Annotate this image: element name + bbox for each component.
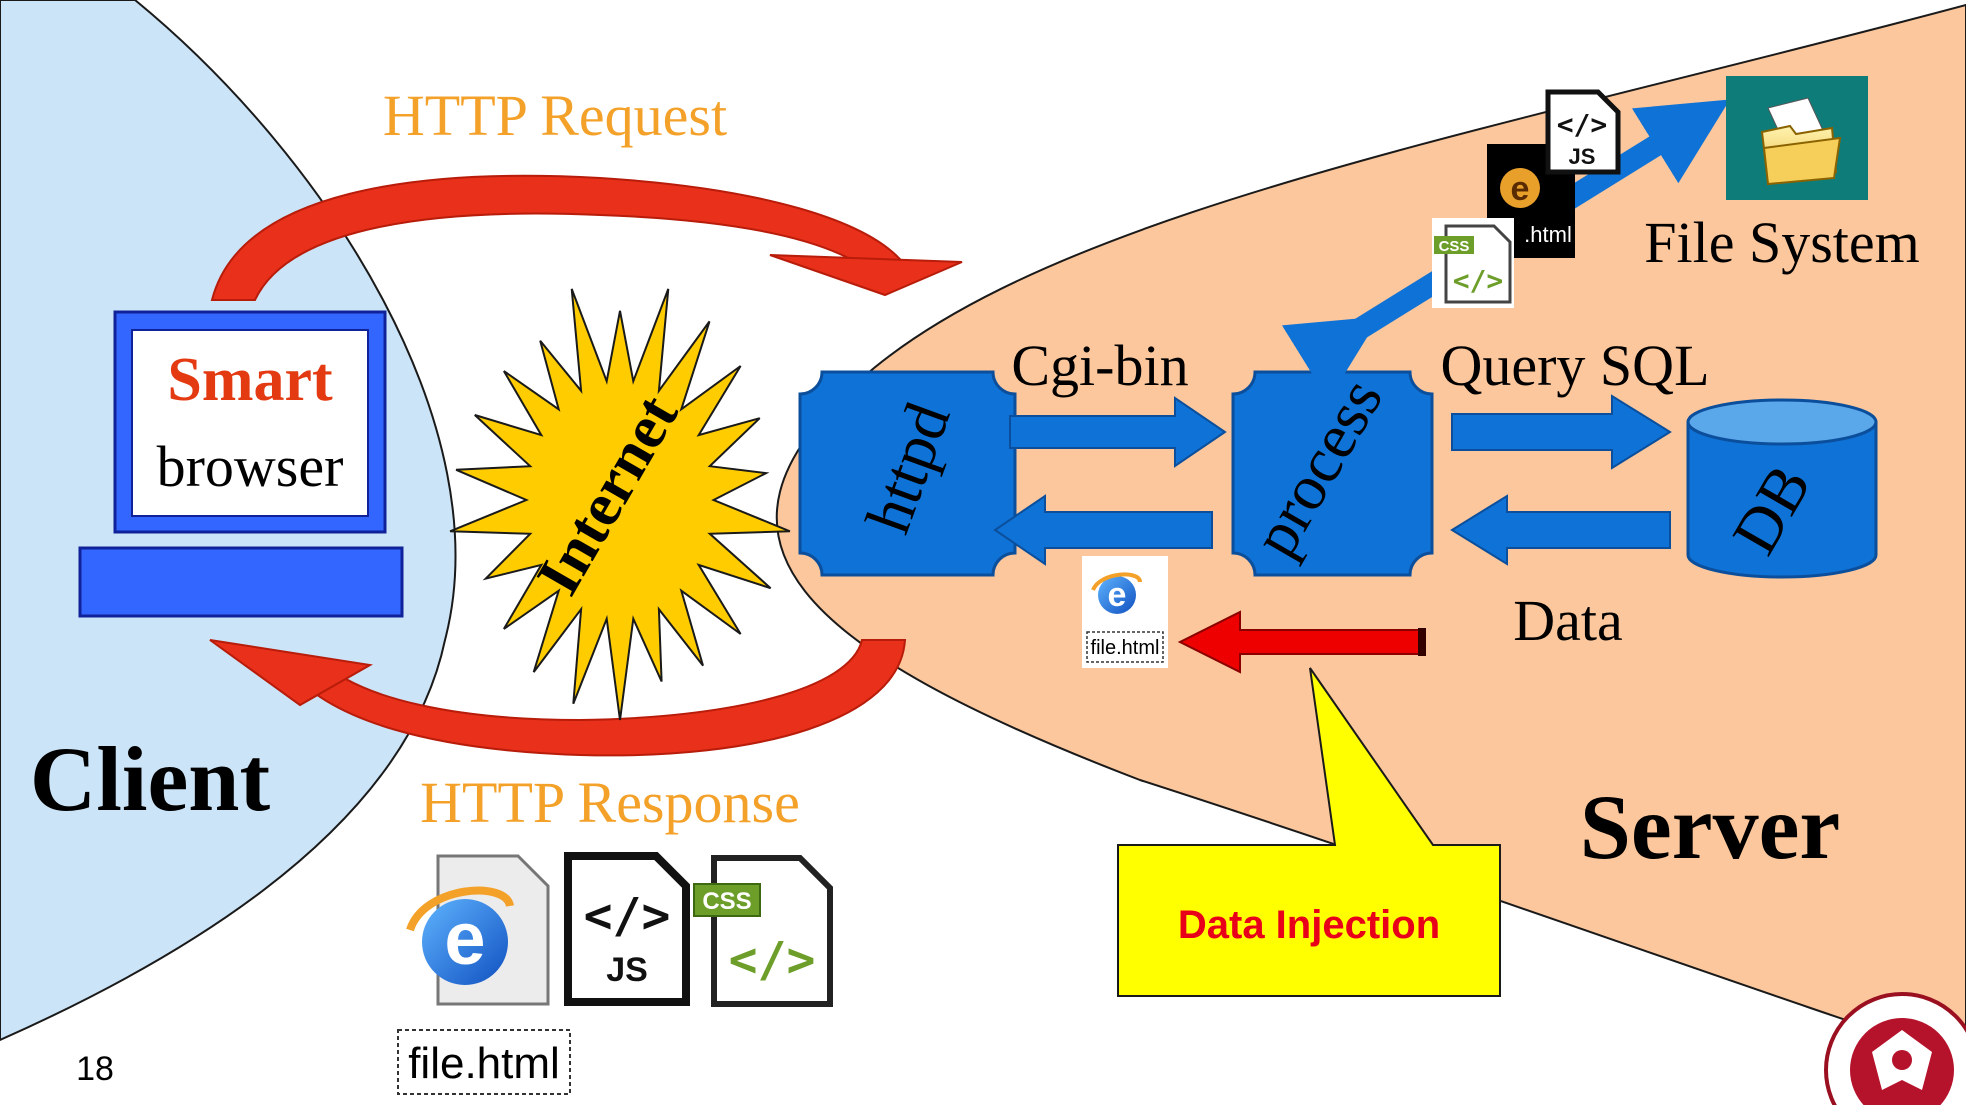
client-label: Client xyxy=(30,728,271,830)
screen xyxy=(131,329,369,517)
http-request-label: HTTP Request xyxy=(383,83,727,148)
js-code-glyph-large: </> xyxy=(584,888,671,944)
svg-text:e: e xyxy=(1511,170,1530,208)
css-label-small: CSS xyxy=(1439,238,1470,255)
university-seal-logo xyxy=(1824,992,1966,1105)
css-file-icon-small: CSS </> xyxy=(1432,218,1514,308)
js-code-glyph-small: </> xyxy=(1557,108,1608,141)
js-label-large: JS xyxy=(606,951,648,989)
db-node: DB xyxy=(1686,398,1878,579)
http-response-label: HTTP Response xyxy=(420,770,800,835)
data-label: Data xyxy=(1513,588,1623,653)
query-sql-arrow xyxy=(1451,394,1672,470)
page-number: 18 xyxy=(76,1050,114,1088)
cgi-bin-arrow xyxy=(1009,396,1227,468)
process-node: process xyxy=(1231,366,1434,577)
http-response-arrow xyxy=(209,639,907,757)
folder-icon xyxy=(1726,76,1868,200)
data-injection-arrow xyxy=(1177,610,1426,674)
js-file-icon-large: </> JS xyxy=(564,852,690,1006)
html-file-caption-small: file.html xyxy=(1091,637,1160,659)
response-to-httpd-arrow xyxy=(993,494,1213,566)
query-sql-label: Query SQL xyxy=(1440,333,1709,398)
data-return-arrow xyxy=(1450,494,1671,566)
svg-text:e: e xyxy=(1108,576,1127,614)
css-file-icon-large: CSS </> xyxy=(693,855,833,1007)
data-injection-label: Data Injection xyxy=(1178,903,1440,947)
css-code-glyph-large: </> xyxy=(729,932,816,988)
js-file-icon-small: </> JS xyxy=(1545,89,1621,175)
file-system-label: File System xyxy=(1644,210,1920,275)
css-label-large: CSS xyxy=(702,888,751,915)
cgi-bin-label: Cgi-bin xyxy=(1011,333,1188,398)
svg-text:e: e xyxy=(444,897,485,980)
js-label-small: JS xyxy=(1569,144,1596,169)
html-file-icon-small: e file.html xyxy=(1082,556,1168,668)
http-request-arrow xyxy=(210,174,963,301)
keyboard xyxy=(78,546,404,618)
browser-label-browser: browser xyxy=(157,434,344,499)
server-label: Server xyxy=(1580,776,1841,878)
data-injection-callout: Data Injection xyxy=(1117,667,1501,997)
internet-burst: Internet xyxy=(449,288,791,721)
data-injection-arrow-tail xyxy=(1418,628,1426,656)
html-file-caption-large-box: file.html xyxy=(397,1029,571,1095)
smart-browser-computer: Smart browser xyxy=(78,310,404,618)
html-file-caption-large: file.html xyxy=(408,1039,560,1088)
html-file-caption-dark: .html xyxy=(1524,222,1572,247)
httpd-node: httpd xyxy=(798,370,1017,577)
css-code-glyph-small: </> xyxy=(1453,264,1504,297)
browser-label-smart: Smart xyxy=(167,346,333,414)
